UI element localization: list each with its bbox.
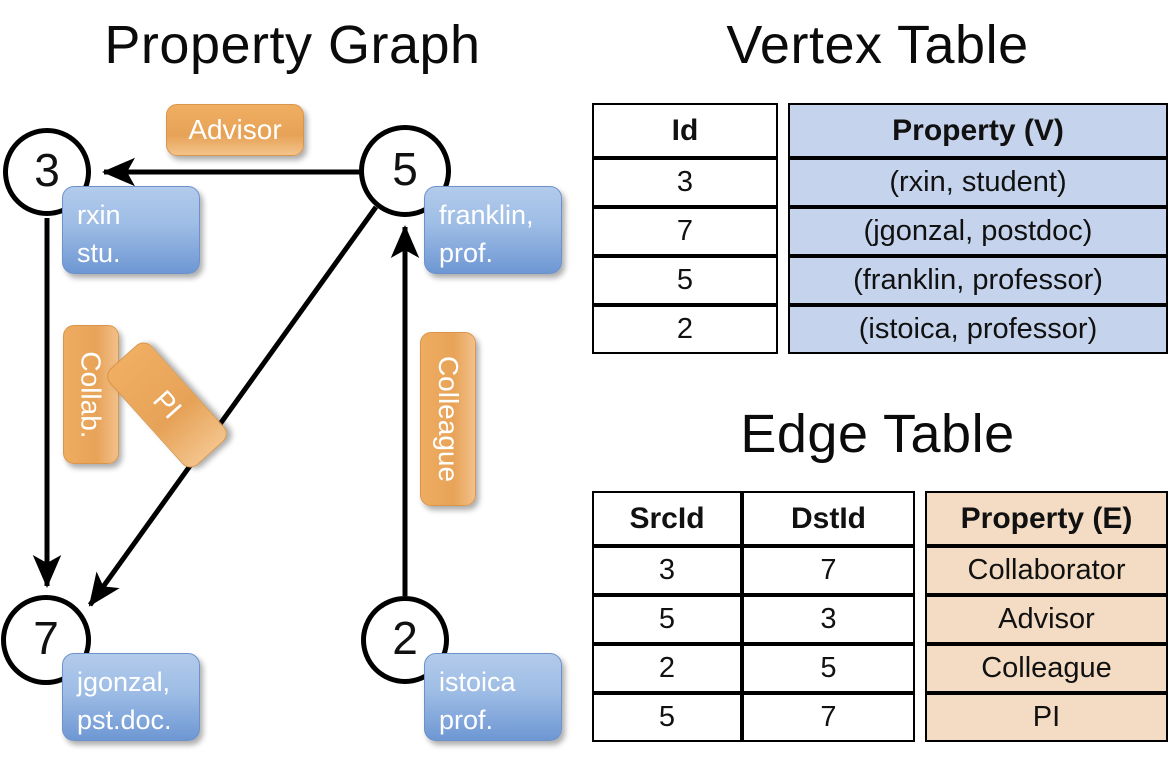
edge-label-collab-text: Collab. [76,350,108,439]
graph-node-7-label: 7 [33,612,59,664]
vertex-row-id: 7 [592,207,778,256]
column-gap [778,158,788,207]
edge-5-to-7-pi [87,205,379,607]
column-gap [778,207,788,256]
page-title-vertex-table: Vertex Table [726,15,1029,75]
edge-label-chip-collab: Collab. [63,325,119,464]
vertex-property-line-2: prof. [439,705,494,736]
table-row: 3 (rxin, student) [592,158,1168,207]
column-gap [915,644,925,693]
edge-row-property: PI [925,693,1168,742]
table-header-row: SrcId DstId Property (E) [592,491,1168,546]
vertex-property-box-istoica: istoica prof. [424,653,562,741]
graph-node-3-label: 3 [34,144,60,196]
edge-row-property: Advisor [925,595,1168,644]
table-row: 5 3 Advisor [592,595,1168,644]
vertex-property-line-1: jgonzal, [77,667,171,697]
page-title-property-graph: Property Graph [104,15,481,75]
edge-table: SrcId DstId Property (E) 3 7 Collaborato… [592,491,1168,742]
edge-row-property: Colleague [925,644,1168,693]
column-gap [915,546,925,595]
table-row: 7 (jgonzal, postdoc) [592,207,1168,256]
edge-label-chip-advisor: Advisor [166,104,304,156]
edge-row-srcid: 5 [592,693,742,742]
table-row: 5 7 PI [592,693,1168,742]
graph-node-2[interactable]: 2 [361,596,449,684]
vertex-row-id: 5 [592,256,778,305]
table-header-row: Id Property (V) [592,103,1168,158]
vertex-table-header-id: Id [592,103,778,158]
vertex-property-line-1: istoica [439,667,516,697]
edge-table-header-property: Property (E) [925,491,1168,546]
edge-row-dstid: 5 [742,644,915,693]
edge-table-header-dstid: DstId [742,491,915,546]
column-gap [915,491,925,546]
table-row: 2 5 Colleague [592,644,1168,693]
vertex-property-line-2: pst.doc. [77,705,172,736]
edge-row-srcid: 2 [592,644,742,693]
edge-row-dstid: 7 [742,546,915,595]
graph-node-5[interactable]: 5 [359,125,451,217]
edge-label-advisor-text: Advisor [188,114,282,145]
table-row: 5 (franklin, professor) [592,256,1168,305]
column-gap [778,103,788,158]
edge-label-colleague-text: Colleague [433,355,465,483]
vertex-property-box-jgonzal: jgonzal, pst.doc. [62,653,200,741]
vertex-property-line-1: rxin [77,200,121,230]
graph-node-2-label: 2 [392,612,418,664]
edge-row-dstid: 7 [742,693,915,742]
edge-row-srcid: 5 [592,595,742,644]
vertex-table: Id Property (V) 3 (rxin, student) 7 (jgo… [592,103,1168,354]
edge-table-header-srcid: SrcId [592,491,742,546]
column-gap [778,305,788,354]
edge-row-srcid: 3 [592,546,742,595]
column-gap [915,693,925,742]
vertex-property-box-franklin: franklin, prof. [424,186,562,274]
vertex-table-header-property: Property (V) [788,103,1168,158]
page-title-edge-table: Edge Table [740,404,1015,464]
vertex-row-id: 2 [592,305,778,354]
graph-edges-svg [32,157,420,607]
property-graph-diagram: 3 5 7 2 rxin stu. franklin, prof. jgonza… [1,104,562,741]
edge-row-property: Collaborator [925,546,1168,595]
vertex-property-box-rxin: rxin stu. [62,186,200,274]
vertex-property-line-2: stu. [77,238,121,269]
edge-label-pi-text: PI [146,384,188,425]
column-gap [915,595,925,644]
vertex-row-id: 3 [592,158,778,207]
vertex-property-line-2: prof. [439,238,494,269]
table-row: 3 7 Collaborator [592,546,1168,595]
vertex-row-property: (rxin, student) [788,158,1168,207]
vertex-row-property: (jgonzal, postdoc) [788,207,1168,256]
column-gap [778,256,788,305]
edge-label-chip-colleague: Colleague [420,332,476,506]
table-row: 2 (istoica, professor) [592,305,1168,354]
vertex-row-property: (istoica, professor) [788,305,1168,354]
vertex-row-property: (franklin, professor) [788,256,1168,305]
graph-node-5-label: 5 [392,143,418,195]
edge-row-dstid: 3 [742,595,915,644]
vertex-property-line-1: franklin, [439,200,534,230]
